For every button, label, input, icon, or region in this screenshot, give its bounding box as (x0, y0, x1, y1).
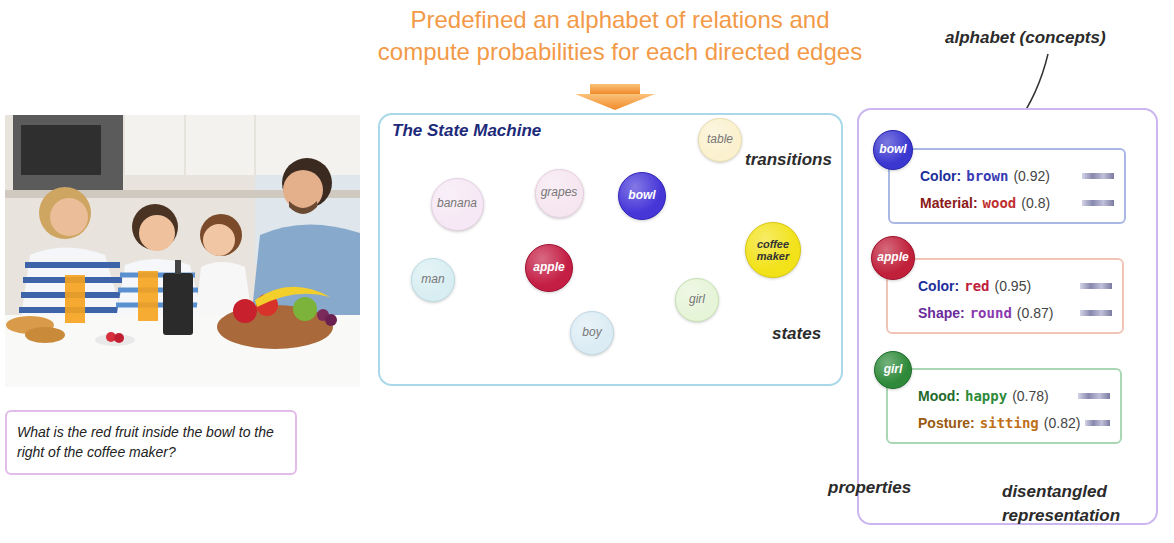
panel-heading: The State Machine (392, 121, 829, 141)
state-circle: bowl (873, 130, 913, 170)
probability: (0.8) (1021, 195, 1050, 211)
concept-value: wood (983, 195, 1017, 211)
callout-label: alphabet (concepts) (945, 28, 1106, 48)
property-box: Color:red(0.95)Shape:round(0.87)apple (886, 258, 1124, 334)
state-circle: grapes (535, 169, 584, 218)
kitchen-photo-part (203, 224, 235, 256)
down-arrow-part (590, 84, 640, 94)
property-name: Color: (920, 168, 961, 184)
property-panel: Color: brown (0.92) Material: wood(0.8) bowlC… (857, 108, 1158, 525)
kitchen-photo-part (175, 260, 181, 274)
probability: (0.87) (1017, 305, 1054, 321)
feature-bar (1085, 420, 1110, 426)
probability: (0.78) (1012, 388, 1049, 404)
state-circle: apple (871, 236, 915, 280)
state-label: coffee maker (751, 238, 795, 262)
concept-value: sitting (980, 415, 1039, 431)
kitchen-photo-part (163, 273, 193, 335)
property-name: Color: (918, 278, 959, 294)
property-row: Shape: round (0.87) (918, 299, 1122, 326)
kitchen-photo-part (139, 215, 175, 251)
callout-label: states (772, 324, 821, 344)
concept-value: brown (966, 168, 1008, 184)
state-label: boy (582, 326, 601, 339)
concept-value: round (970, 305, 1012, 321)
kitchen-photo-part (255, 287, 330, 307)
kitchen-photo-part (250, 224, 360, 330)
state-label: table (707, 133, 733, 146)
state-label: apple (877, 251, 908, 264)
kitchen-photo-part (132, 204, 178, 250)
state-circle: girl (874, 351, 912, 389)
kitchen-photo-part (95, 334, 135, 346)
kitchen-photo-part (5, 115, 360, 387)
state-label: banana (437, 197, 477, 210)
probability: (0.92) (1013, 168, 1050, 184)
kitchen-photo-part (39, 187, 91, 239)
state-label: girl (689, 293, 705, 306)
kitchen-photo-part (25, 327, 65, 343)
title-text: Predefined an alphabet of relations and … (300, 4, 940, 68)
state-label: man (421, 273, 444, 286)
property-name: Material: (920, 195, 978, 211)
state-circle: bowl (618, 172, 666, 220)
kitchen-photo-part (20, 248, 125, 326)
property-box: Color:brown(0.92)Material:wood(0.8)bowl (888, 148, 1126, 224)
property-row: Color: brown (0.92) (920, 162, 1124, 189)
kitchen-photo-part (13, 115, 123, 190)
state-label: girl (884, 363, 903, 376)
kitchen-photo-part (325, 314, 337, 326)
feature-bar (1082, 173, 1114, 179)
feature-bar (1080, 310, 1112, 316)
kitchen-photo-part (114, 333, 124, 343)
state-label: apple (533, 261, 564, 274)
kitchen-photo-part (50, 198, 88, 236)
state-label: grapes (541, 186, 578, 199)
property-name: Shape: (918, 305, 965, 321)
state-label: bowl (628, 189, 655, 202)
state-label: bowl (879, 143, 906, 156)
state-circle: coffee maker (745, 222, 801, 278)
probability: (0.95) (995, 278, 1032, 294)
state-circle: man (411, 258, 455, 302)
kitchen-photo-part (65, 275, 85, 323)
state-circle: banana (431, 178, 484, 231)
property-row: Material: wood(0.8) (920, 189, 1124, 216)
kitchen-photo-part (200, 214, 242, 256)
feature-bar (1080, 283, 1112, 289)
down-arrow (575, 84, 655, 110)
kitchen-photo-part (293, 297, 317, 321)
state-circle: table (698, 118, 742, 162)
property-row: Mood: happy (0.78) (918, 382, 1120, 409)
property-row: Color: red (0.95) (918, 272, 1122, 299)
concept-value: red (964, 278, 989, 294)
property-box: Mood:happy(0.78)Posture:sitting(0.82)gir… (886, 368, 1122, 444)
callout-label: disentangled representation (1002, 480, 1152, 528)
kitchen-photo-part (21, 125, 101, 175)
property-row: Posture: sitting (0.82) (918, 409, 1120, 436)
kitchen-photo-part (255, 115, 256, 175)
state-circle: apple (525, 244, 573, 292)
concept-value: happy (965, 388, 1007, 404)
property-name: Posture: (918, 415, 975, 431)
feature-bar (1078, 393, 1110, 399)
callout-label: properties (828, 478, 911, 498)
kitchen-photo-part (289, 201, 317, 214)
question-box: What is the red fruit inside the bowl to… (5, 410, 297, 475)
kitchen-photo (5, 115, 360, 387)
probability: (0.82) (1044, 415, 1081, 431)
feature-bar (1082, 200, 1114, 206)
kitchen-photo-part (185, 115, 186, 175)
kitchen-photo-part (233, 299, 257, 323)
down-arrow-part (575, 94, 655, 110)
kitchen-photo-part (138, 271, 158, 321)
question-text: What is the red fruit inside the bowl to… (17, 422, 285, 463)
callout-label: transitions (745, 150, 832, 170)
state-circle: boy (570, 311, 614, 355)
property-name: Mood: (918, 388, 960, 404)
state-circle: girl (675, 278, 719, 322)
